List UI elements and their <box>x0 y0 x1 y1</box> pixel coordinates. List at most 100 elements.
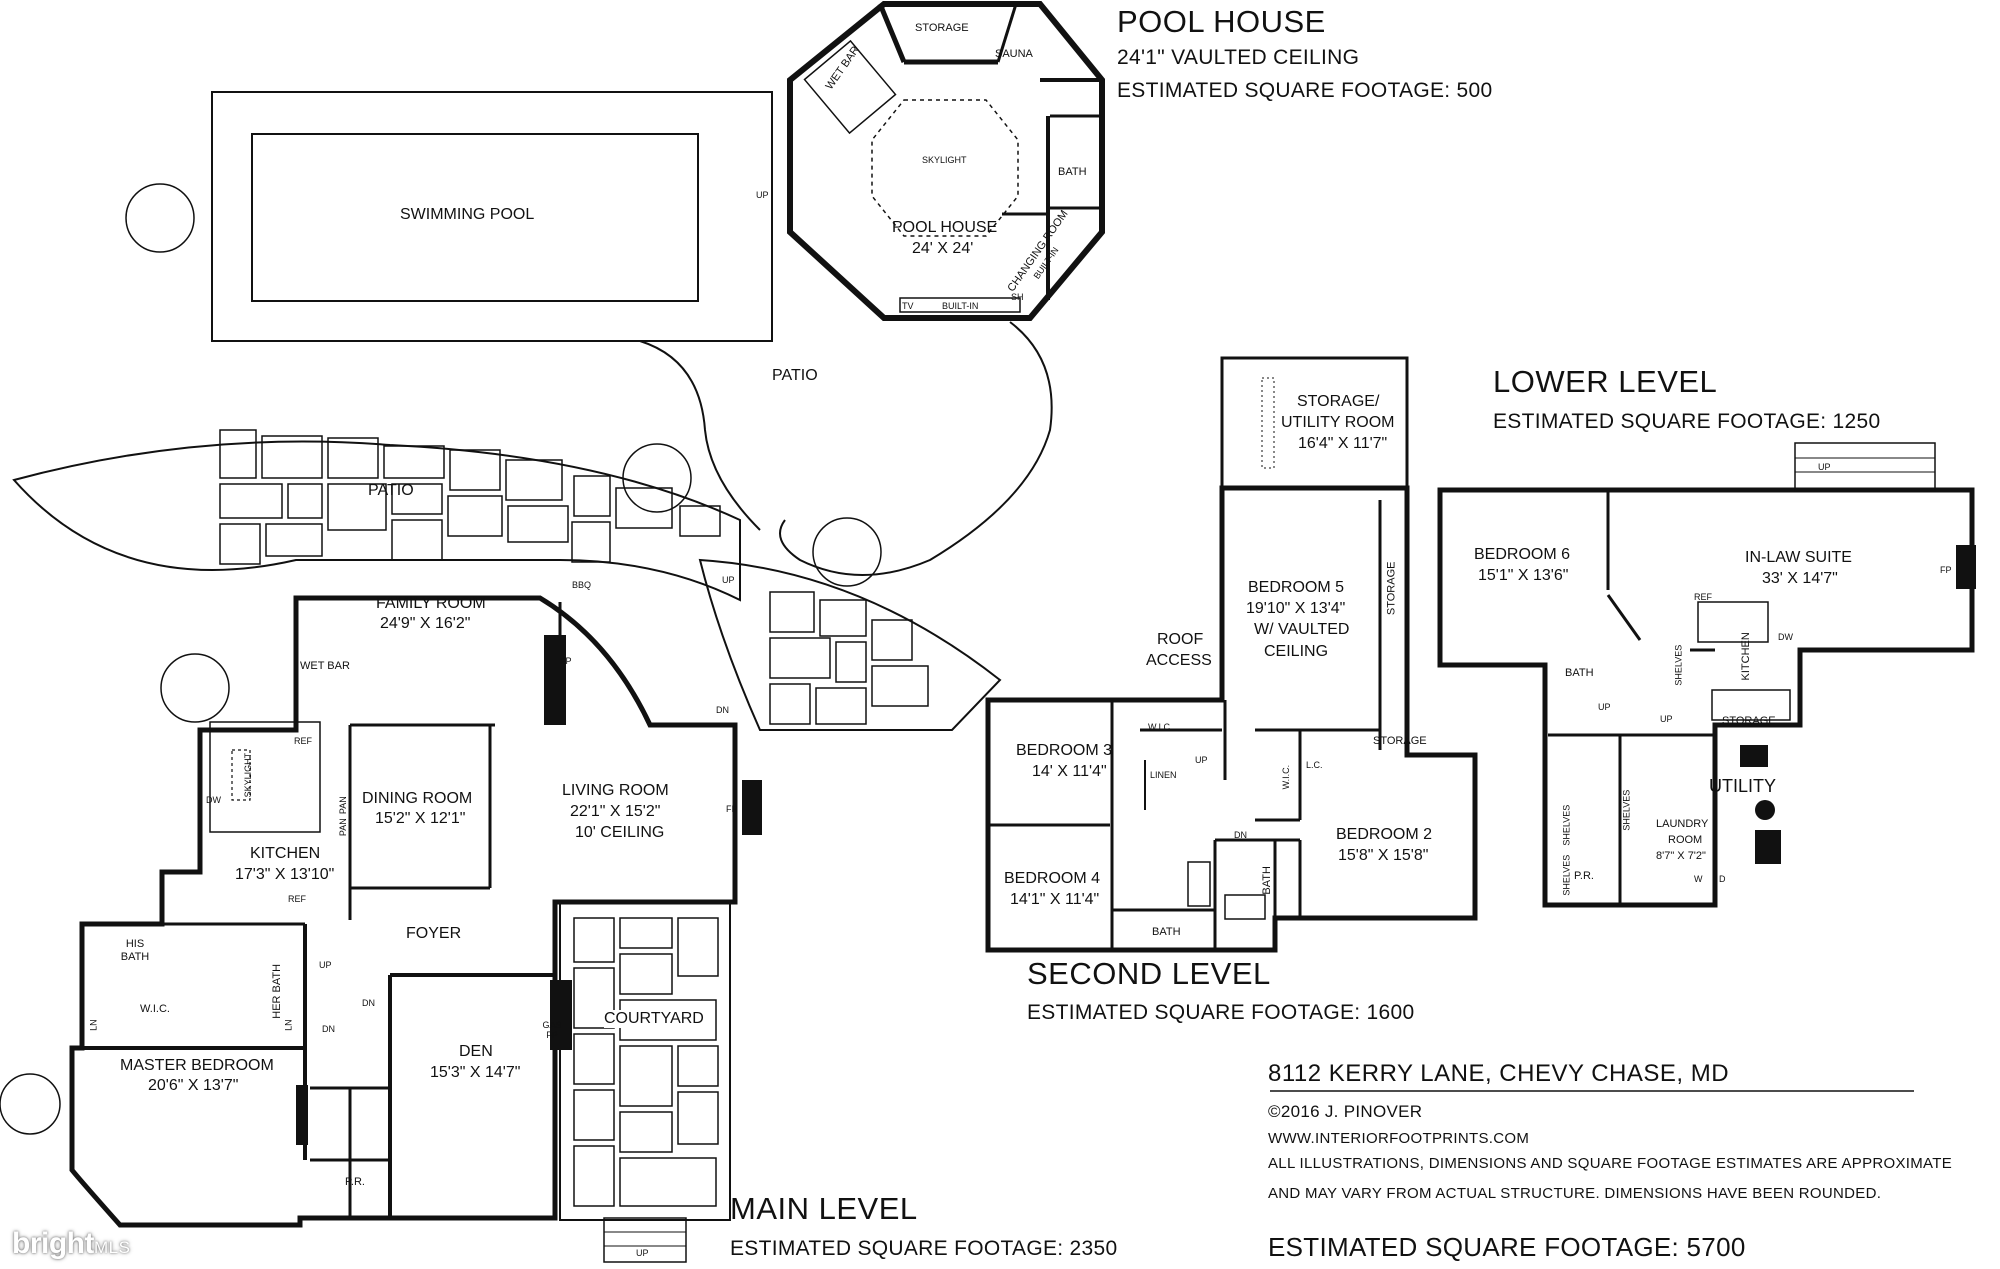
patio-boundary <box>212 340 761 531</box>
lower-shelves-2: SHELVES <box>1561 804 1572 846</box>
lower-shelves-1: SHELVES <box>1673 644 1684 686</box>
website: WWW.INTERIORFOOTPRINTS.COM <box>1268 1130 1530 1147</box>
bedroom-3: BEDROOM 3 <box>1016 742 1113 759</box>
bright-mls-logo: brightMLS <box>12 1227 131 1260</box>
in-law-suite: IN-LAW SUITE <box>1745 549 1852 566</box>
lower-shelves-3: SHELVES <box>1621 789 1632 831</box>
ph-skylight: SKYLIGHT <box>922 155 967 165</box>
bedroom-5: BEDROOM 5 <box>1248 579 1345 596</box>
bedroom-6: BEDROOM 6 <box>1474 546 1571 563</box>
den-dims: 15'3" X 14'7" <box>430 1064 521 1081</box>
kitchen-ref: REF <box>294 736 312 746</box>
lower-level-outer-wall <box>1437 487 1975 908</box>
second-storage-vertical: STORAGE <box>1385 561 1398 616</box>
kitchen-skylight: SKYLIGHT <box>243 752 254 798</box>
den: DEN <box>459 1043 493 1060</box>
wet-bar: WET BAR <box>300 660 350 672</box>
master-bedroom-dims: 20'6" X 13'7" <box>148 1077 239 1094</box>
living-fp: FP <box>726 804 738 814</box>
lower-shelves-4: SHELVES <box>1561 854 1572 896</box>
dryer: D <box>1719 874 1726 884</box>
bedroom-5-note-1: W/ VAULTED <box>1254 621 1350 638</box>
lower-storage: STORAGE <box>1722 715 1776 727</box>
property-address: 8112 KERRY LANE, CHEVY CHASE, MD <box>1268 1060 1730 1087</box>
kitchen-dims: 17'3" X 13'10" <box>235 866 335 883</box>
pool-house-sqft: ESTIMATED SQUARE FOOTAGE: 500 <box>1117 79 1493 102</box>
main-patio-outline <box>12 440 741 602</box>
laundry-room-dims: 8'7" X 7'2" <box>1656 850 1706 862</box>
bedroom-3-dims: 14' X 11'4" <box>1032 763 1107 780</box>
in-law-suite-dims: 33' X 14'7" <box>1762 570 1838 587</box>
living-room: LIVING ROOM <box>562 782 669 799</box>
copyright: ©2016 J. PINOVER <box>1268 1102 1423 1121</box>
lower-bath: BATH <box>1565 667 1594 679</box>
powder-room: P.R. <box>345 1176 365 1188</box>
pantry-1: PAN <box>337 796 348 815</box>
main-patio-label: PATIO <box>368 482 414 499</box>
dining-room: DINING ROOM <box>362 790 473 807</box>
total-sqft: ESTIMATED SQUARE FOOTAGE: 5700 <box>1268 1232 1746 1262</box>
linen-closet: L.C. <box>1306 760 1323 770</box>
bedroom-4: BEDROOM 4 <box>1004 870 1101 887</box>
dining-room-dims: 15'2" X 12'1" <box>375 810 466 827</box>
master-ln-2: LN <box>283 1019 294 1031</box>
bedroom-2-dims: 15'8" X 15'8" <box>1338 847 1429 864</box>
bedroom-4-dims: 14'1" X 11'4" <box>1010 891 1100 908</box>
utility: UTILITY <box>1709 776 1777 796</box>
family-room-dims: 24'9" X 16'2" <box>380 615 471 632</box>
disclaimer-line-2: AND MAY VARY FROM ACTUAL STRUCTURE. DIME… <box>1268 1185 1882 1202</box>
patio-up: UP <box>722 575 735 585</box>
lower-up-1: UP <box>1818 462 1831 472</box>
second-level-sqft: ESTIMATED SQUARE FOOTAGE: 1600 <box>1027 1001 1415 1024</box>
main-level-title: MAIN LEVEL <box>730 1191 918 1226</box>
lower-level-sqft: ESTIMATED SQUARE FOOTAGE: 1250 <box>1493 410 1881 433</box>
lower-ref: REF <box>1694 592 1712 602</box>
bedroom-2-bath: BATH <box>1260 866 1273 895</box>
patio-boundary-right <box>779 321 1053 576</box>
ph-dims: 24' X 24' <box>912 240 974 257</box>
ph-name: POOL HOUSE <box>892 219 998 236</box>
washer: W <box>1694 874 1703 884</box>
bbq: BBQ <box>572 580 592 590</box>
storage-utility-2: UTILITY ROOM <box>1281 414 1395 431</box>
entry-up: UP <box>636 1248 649 1258</box>
bedroom-2-wic: W.I.C. <box>1281 764 1292 790</box>
laundry-room-2: ROOM <box>1668 834 1703 846</box>
ph-sh: SH <box>1011 292 1024 302</box>
second-storage-horizontal: STORAGE <box>1373 735 1427 747</box>
his-bath: HIS BATH <box>120 938 150 963</box>
master-wic: W.I.C. <box>140 1003 170 1015</box>
pool-house-title: POOL HOUSE <box>1117 4 1326 39</box>
stair-dn-2: DN <box>322 1024 335 1034</box>
foyer: FOYER <box>406 925 462 942</box>
roof-access-2: ACCESS <box>1146 652 1212 669</box>
lower-up-3: UP <box>1660 714 1673 724</box>
courtyard <box>559 901 731 1221</box>
lower-powder-room: P.R. <box>1574 870 1594 882</box>
den-gas-fp: GAS FP <box>542 1020 562 1041</box>
hall-bath: BATH <box>1152 926 1181 938</box>
pantry-2: PAN <box>337 818 348 837</box>
lower-level-title: LOWER LEVEL <box>1493 364 1718 399</box>
kitchen-dw: DW <box>206 795 221 805</box>
skylight-outline <box>871 99 1019 237</box>
stair-up: UP <box>319 960 332 970</box>
lower-up-2: UP <box>1598 702 1611 712</box>
main-level-outer-wall <box>69 595 738 1228</box>
kitchen: KITCHEN <box>250 845 321 862</box>
courtyard-label: COURTYARD <box>604 1010 704 1029</box>
foyer-ref: REF <box>288 894 306 904</box>
second-dn: DN <box>1234 830 1247 840</box>
bedroom-5-dims: 19'10" X 13'4" <box>1246 600 1346 617</box>
master-bedroom: MASTER BEDROOM <box>120 1057 274 1074</box>
patio-label: PATIO <box>772 367 818 384</box>
ph-up: UP <box>756 190 769 200</box>
disclaimer-line-1: ALL ILLUSTRATIONS, DIMENSIONS AND SQUARE… <box>1268 1155 1953 1172</box>
stair-dn-1: DN <box>362 998 375 1008</box>
bedroom-6-dims: 15'1" X 13'6" <box>1478 567 1569 584</box>
bedroom-3-wic: W.I.C. <box>1148 722 1173 732</box>
linen: LINEN <box>1150 770 1177 780</box>
living-room-dims: 22'1" X 15'2" <box>570 803 661 820</box>
pool-house-ceiling: 24'1" VAULTED CEILING <box>1117 46 1360 69</box>
